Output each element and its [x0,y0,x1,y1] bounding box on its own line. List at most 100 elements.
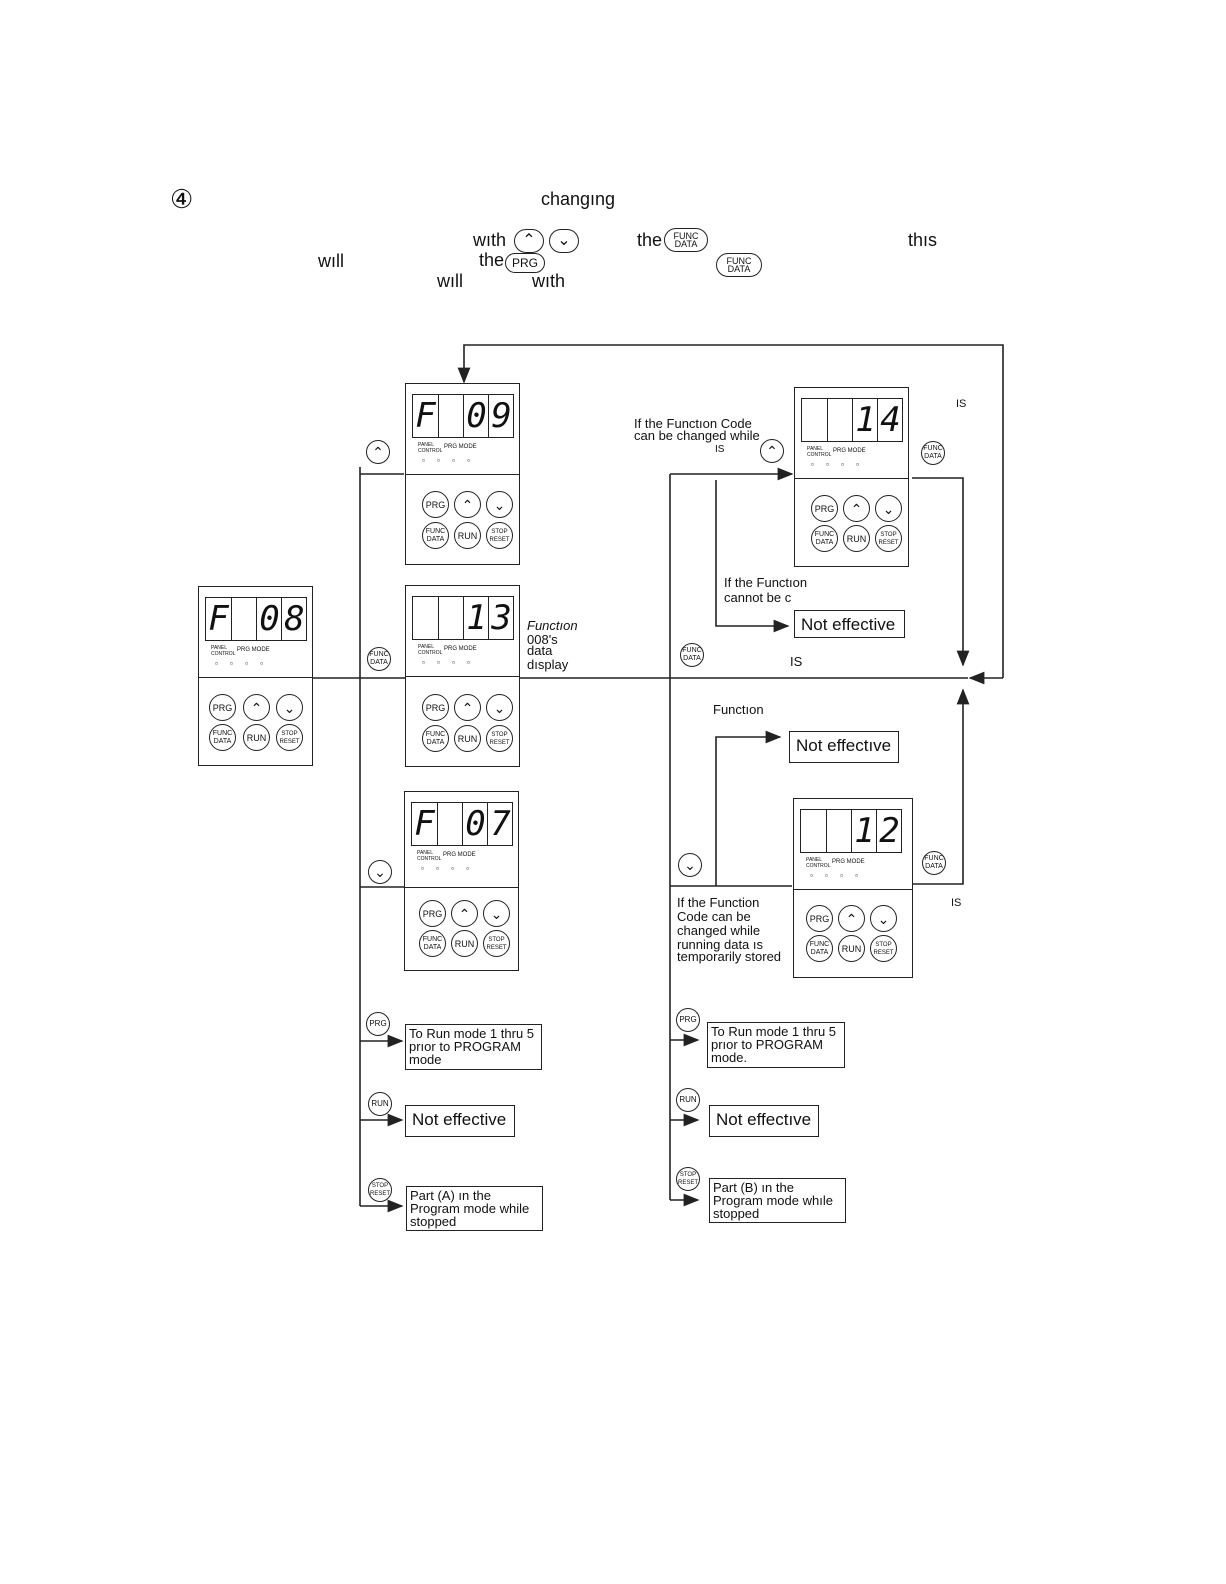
is-label-bottom-right: IS [951,897,962,909]
up-key[interactable]: ⌃ [451,900,478,927]
lcd-display: F 0 7 [411,802,513,846]
down-key[interactable]: ⌄ [875,495,902,522]
up-arrow-icon: ⌃ [458,905,471,922]
down-key[interactable]: ⌄ [486,491,513,518]
prg-key[interactable]: PRG [806,905,833,932]
down-key-icon: ⌄ [368,860,392,884]
down-arrow-icon: ⌄ [557,232,571,249]
header-word-will-2: wıll [437,271,463,291]
left-run-result-box: Not effective [405,1105,515,1137]
down-arrow-icon: ⌄ [493,699,506,716]
up-arrow-icon: ⌃ [461,699,474,716]
if-can-stored-text-5: temporarily stored [677,949,782,964]
is-label-small: IS [715,444,725,455]
function-word-label: Functıon [713,702,764,717]
header-up-key-icon: ⌃ [514,229,544,253]
down-key[interactable]: ⌄ [870,905,897,932]
up-key[interactable]: ⌃ [243,694,270,721]
up-arrow-icon: ⌃ [850,500,863,517]
if-cannot-text-2: cannot be c [724,590,792,605]
keypad-panel-down: F 0 7 PANEL CONTROL PRG MODE ▫ ▫ ▫ ▫ PRG… [404,791,519,971]
run-key[interactable]: RUN [243,724,270,751]
prg-key[interactable]: PRG [419,900,446,927]
func-is-label: IS [790,654,803,669]
down-key[interactable]: ⌄ [483,900,510,927]
run-key[interactable]: RUN [843,525,870,552]
prg-mode-label: PRG MODE [237,647,270,653]
up-key-icon: ⌃ [760,439,784,463]
run-key[interactable]: RUN [838,935,865,962]
prg-key[interactable]: PRG [422,491,449,518]
prg-key-icon: PRG [366,1012,390,1036]
up-arrow-icon: ⌃ [522,232,536,249]
prg-key[interactable]: PRG [209,694,236,721]
if-cannot-text-1: If the Functıon [724,575,808,590]
header-word-will-1: wıll [318,251,344,271]
down-arrow-icon: ⌄ [493,496,506,513]
run-key[interactable]: RUN [451,930,478,957]
if-can-stored-text-1: If the Function [677,895,760,910]
up-arrow-icon: ⌃ [250,699,263,716]
func-data-display-label-4: dısplay [527,657,569,672]
keypad-panel-right-top: 1 4 PANEL CONTROL PRG MODE ▫ ▫ ▫ ▫ PRG ⌃… [794,387,909,567]
down-key[interactable]: ⌄ [486,694,513,721]
up-key[interactable]: ⌃ [454,694,481,721]
if-can-stored-text-2: Code can be [677,909,751,924]
down-arrow-icon: ⌄ [283,699,296,716]
right-prg-result-box: To Run mode 1 thru 5 prıor to PROGRAM mo… [707,1022,845,1068]
run-key[interactable]: RUN [454,522,481,549]
if-can-stored-text-4: running data ıs [677,937,764,952]
func-data-display-label-2: 008's [527,632,558,647]
func-data-display-label-3: data [527,643,553,658]
run-key[interactable]: RUN [454,725,481,752]
right-run-result-box: Not effectıve [709,1105,819,1137]
is-label-top-right: IS [956,398,967,410]
if-can-change-text-2: can be changed while [634,428,760,443]
prg-key[interactable]: PRG [811,495,838,522]
loop-top-line [457,344,1004,678]
header-down-key-icon: ⌄ [549,229,579,253]
up-key[interactable]: ⌃ [454,491,481,518]
run-key-icon: RUN [676,1088,700,1112]
header-word-with-2: wıth [532,271,566,291]
down-arrow-icon: ⌄ [490,905,503,922]
down-key[interactable]: ⌄ [276,694,303,721]
up-arrow-icon: ⌃ [461,496,474,513]
run-key-icon: RUN [368,1092,392,1116]
up-key[interactable]: ⌃ [838,905,865,932]
prg-key-icon: PRG [676,1008,700,1032]
keypad-panel-start: F 0 8 PANEL CONTROL PRG MODE ▫ ▫ ▫ ▫ PRG… [198,586,313,766]
header-word-changing: changıng [541,189,616,209]
keypad-panel-up: F 0 9 PANEL CONTROL PRG MODE ▫ ▫ ▫ ▫ PRG… [405,383,520,565]
up-arrow-icon: ⌃ [845,910,858,927]
lcd-display: 1 3 [412,596,514,640]
func-data-display-label-1: Functıon [527,618,578,633]
prg-key[interactable]: PRG [422,694,449,721]
header-word-the-1: the [637,230,663,250]
header-prg-key-icon: PRG [505,253,545,273]
up-key[interactable]: ⌃ [843,495,870,522]
not-effective-box-upper: Not effective [794,610,905,638]
if-can-change-text-1: If the Functıon Code [634,416,752,431]
if-can-stored-text-3: changed while [677,923,761,938]
